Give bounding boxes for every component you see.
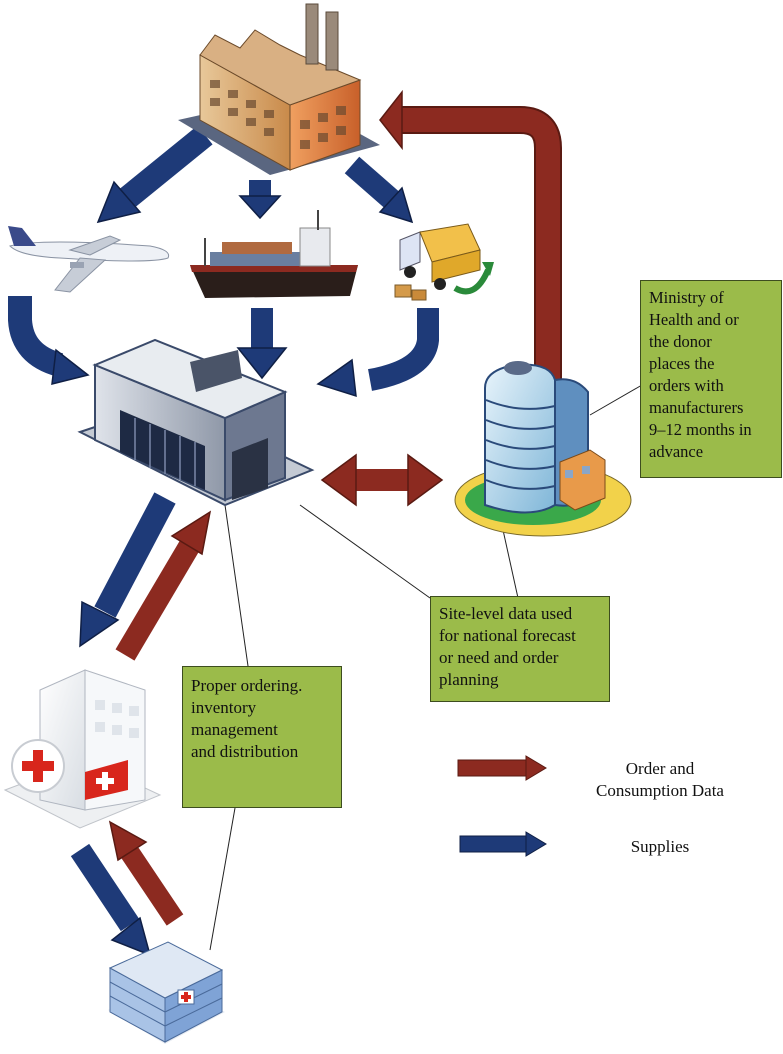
legend-supplies-arrow: [459, 831, 547, 857]
health-clinic-icon: [108, 941, 225, 1044]
connector-lines: [209, 384, 643, 951]
order-arrows: [108, 89, 562, 926]
factory-icon: [178, 3, 380, 175]
airplane-icon: [8, 226, 170, 293]
legend-order-label: Order and Consumption Data: [548, 758, 772, 802]
district-hospital-icon: [3, 669, 162, 829]
note-line: places the: [649, 354, 715, 373]
note-line: management: [191, 720, 278, 739]
ministry-office-icon: [454, 361, 632, 537]
note-line: Health and or: [649, 310, 739, 329]
note-line: manufacturers: [649, 398, 744, 417]
note-line: and distribution: [191, 742, 299, 761]
warehouse-icon: [77, 338, 315, 507]
cargo-ship-icon: [190, 210, 358, 298]
delivery-truck-icon: [394, 223, 494, 301]
note-line: for national forecast: [439, 626, 576, 645]
note-line: Proper ordering.: [191, 676, 303, 695]
site-level-note: Site-level data used for national foreca…: [430, 596, 610, 702]
ministry-note: Ministry of Health and or the donor plac…: [640, 280, 782, 478]
note-line: the donor: [649, 332, 712, 351]
legend-line: Order and: [625, 759, 695, 778]
order-arrow-head-factory: [379, 89, 403, 151]
note-line: or need and order: [439, 648, 559, 667]
note-line: Site-level data used: [439, 604, 573, 623]
supply-arrows: [8, 125, 439, 957]
note-line: orders with: [649, 376, 724, 395]
note-line: 9–12 months in: [649, 420, 752, 439]
order-arrow-hospital-to-warehouse: [115, 534, 203, 661]
note-line: Ministry of: [649, 288, 724, 307]
order-arrow-clinic-to-hospital: [119, 844, 184, 926]
note-line: planning: [439, 670, 499, 689]
legend-order-arrow: [457, 755, 547, 781]
proper-ordering-note: Proper ordering. inventory management an…: [182, 666, 342, 808]
legend-line: Consumption Data: [596, 781, 724, 800]
legend-supplies-label: Supplies: [630, 837, 690, 856]
note-line: inventory: [191, 698, 257, 717]
note-line: advance: [649, 442, 704, 461]
